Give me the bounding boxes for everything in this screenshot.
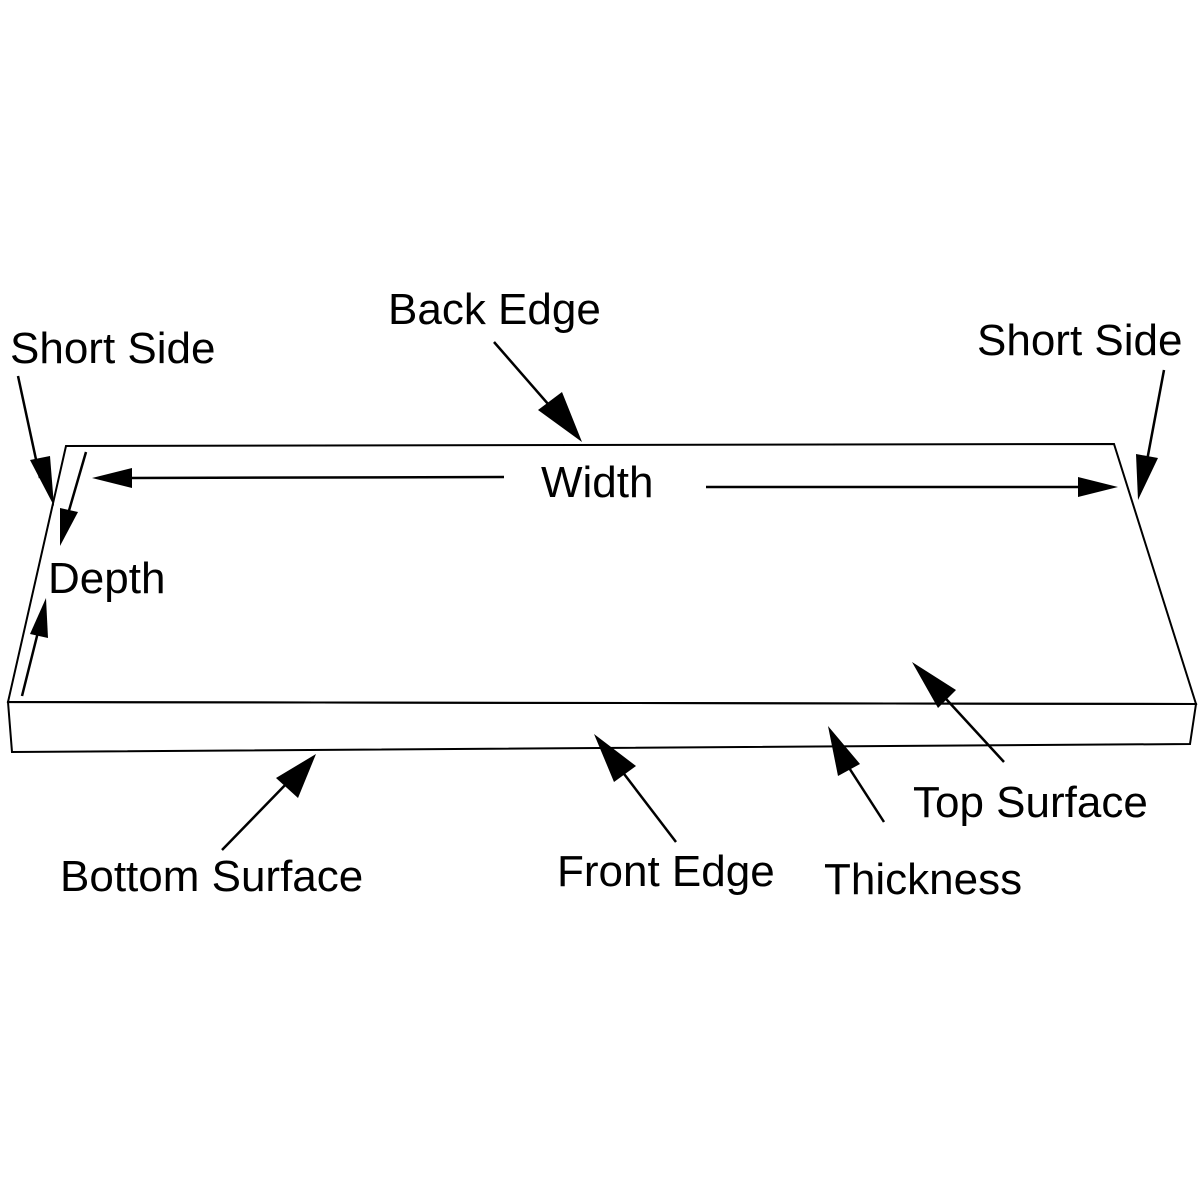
width-right-arrowhead	[1078, 477, 1118, 497]
callout-arrows	[16, 341, 1166, 851]
front-edge-arrowhead	[594, 734, 636, 782]
depth-upper-arrow-line	[66, 451, 88, 515]
board-front-face	[6, 700, 1198, 754]
thickness-arrow-line	[842, 759, 886, 823]
short-side-right-arrow-line	[1144, 369, 1166, 467]
short-side-right-arrowhead	[1136, 454, 1158, 500]
depth-lower-arrow-line	[20, 631, 40, 697]
front-edge-arrow-line	[617, 765, 677, 843]
label-thickness: Thickness	[824, 855, 1022, 904]
width-left-arrow-line	[127, 475, 505, 480]
label-short-side-left: Short Side	[10, 324, 215, 373]
short-side-left-arrowhead	[30, 456, 54, 506]
callout-labels: Back Edge Short Side Short Side Width De…	[10, 285, 1182, 904]
bottom-surface-arrowhead	[276, 754, 316, 798]
top-surface-arrowhead	[912, 662, 956, 708]
label-bottom-surface: Bottom Surface	[60, 852, 363, 901]
top-surface-arrow-line	[935, 687, 1005, 763]
depth-upper-arrowhead	[60, 508, 78, 546]
label-depth: Depth	[48, 554, 165, 603]
label-front-edge: Front Edge	[557, 847, 775, 896]
label-width: Width	[541, 458, 653, 507]
depth-lower-arrowhead	[30, 598, 48, 638]
board	[6, 442, 1198, 754]
label-back-edge: Back Edge	[388, 285, 601, 334]
thickness-arrowhead	[828, 726, 860, 776]
width-left-arrowhead	[92, 468, 132, 488]
back-edge-arrowhead	[538, 392, 582, 442]
label-short-side-right: Short Side	[977, 316, 1182, 365]
label-top-surface: Top Surface	[913, 778, 1148, 827]
bottom-surface-arrow-line	[221, 779, 291, 851]
